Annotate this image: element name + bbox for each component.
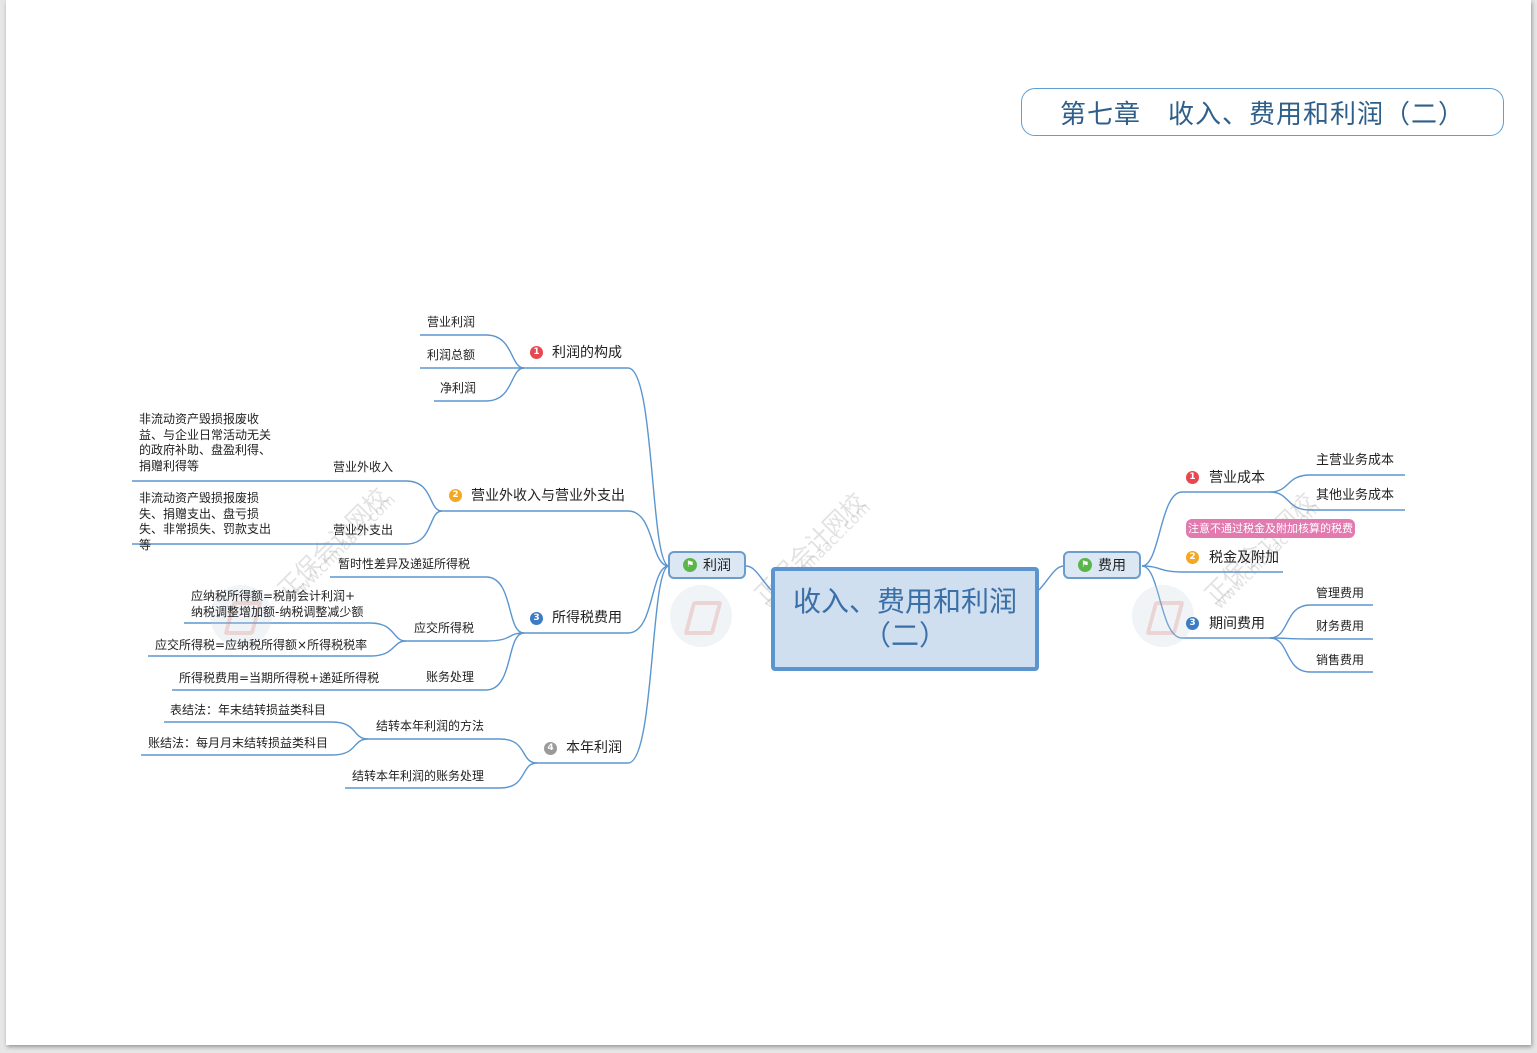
number-badge: 3 bbox=[1186, 617, 1199, 630]
subtopic[interactable]: 净利润 bbox=[440, 381, 477, 395]
subtopic[interactable]: 账务处理 bbox=[426, 670, 475, 684]
subtopic[interactable]: 其他业务成本 bbox=[1316, 488, 1395, 503]
note-callout: 注意不通过税金及附加核算的税费 bbox=[1186, 519, 1355, 538]
flag-icon: ⚑ bbox=[1078, 558, 1092, 572]
central-topic-line1: 收入、费用和利润 bbox=[792, 585, 1017, 618]
subtopic[interactable]: 结转本年利润的账务处理 bbox=[352, 769, 485, 783]
formula: 所得税费用=当期所得税+递延所得税 bbox=[179, 671, 380, 685]
topic-period-expense[interactable]: 期间费用 bbox=[1209, 616, 1265, 632]
central-topic-line2: （二） bbox=[862, 619, 947, 652]
note-text: 非流动资产毁损报废收益、与企业日常活动无关的政府补助、盘盈利得、捐赠利得等 bbox=[139, 412, 272, 473]
subtopic[interactable]: 暂时性差异及递延所得税 bbox=[338, 557, 471, 571]
formula: 应纳税所得额=税前会计利润+ bbox=[191, 589, 356, 603]
central-topic[interactable]: 收入、费用和利润 （二） bbox=[771, 567, 1039, 671]
number-badge: 3 bbox=[530, 612, 543, 625]
logo-watermark bbox=[210, 585, 272, 647]
number-badge: 4 bbox=[544, 742, 557, 755]
subtopic[interactable]: 管理费用 bbox=[1316, 586, 1365, 600]
topic-operating-cost[interactable]: 营业成本 bbox=[1209, 470, 1265, 486]
method-text: 表结法：年末结转损益类科目 bbox=[170, 703, 327, 717]
subtopic[interactable]: 利润总额 bbox=[427, 348, 476, 362]
subtopic[interactable]: 主营业务成本 bbox=[1316, 453, 1395, 468]
subtopic[interactable]: 营业外支出 bbox=[333, 523, 394, 537]
branch-profit-label: 利润 bbox=[703, 558, 731, 574]
subtopic[interactable]: 销售费用 bbox=[1316, 653, 1365, 667]
note-text: 非流动资产毁损报废损失、捐赠支出、盘亏损失、非常损失、罚款支出等 bbox=[139, 491, 272, 552]
flag-icon: ⚑ bbox=[683, 558, 697, 572]
number-badge: 2 bbox=[449, 489, 462, 502]
formula: 纳税调整增加额-纳税调整减少额 bbox=[191, 605, 364, 619]
branch-expense-label: 费用 bbox=[1098, 558, 1126, 574]
subtopic[interactable]: 营业外收入 bbox=[333, 460, 394, 474]
formula: 应交所得税=应纳税所得额×所得税税率 bbox=[155, 638, 368, 652]
logo-watermark bbox=[670, 585, 732, 647]
topic-taxes-surcharges[interactable]: 税金及附加 bbox=[1209, 550, 1279, 566]
subtopic[interactable]: 财务费用 bbox=[1316, 619, 1365, 633]
logo-watermark bbox=[1132, 585, 1194, 647]
branch-expense[interactable]: ⚑ 费用 bbox=[1063, 551, 1141, 579]
chapter-title: 第七章 收入、费用和利润（二） bbox=[1021, 88, 1504, 136]
topic-annual-profit[interactable]: 本年利润 bbox=[566, 740, 622, 756]
branch-profit[interactable]: ⚑ 利润 bbox=[668, 551, 746, 579]
topic-profit-composition[interactable]: 利润的构成 bbox=[552, 345, 622, 361]
number-badge: 1 bbox=[1186, 471, 1199, 484]
number-badge: 2 bbox=[1186, 551, 1199, 564]
method-text: 账结法：每月月末结转损益类科目 bbox=[148, 736, 329, 750]
topic-nonoperating[interactable]: 营业外收入与营业外支出 bbox=[471, 488, 625, 504]
subtopic[interactable]: 营业利润 bbox=[427, 315, 476, 329]
subtopic[interactable]: 结转本年利润的方法 bbox=[376, 719, 485, 733]
number-badge: 1 bbox=[530, 346, 543, 359]
subtopic[interactable]: 应交所得税 bbox=[414, 621, 475, 635]
topic-income-tax[interactable]: 所得税费用 bbox=[552, 610, 622, 626]
